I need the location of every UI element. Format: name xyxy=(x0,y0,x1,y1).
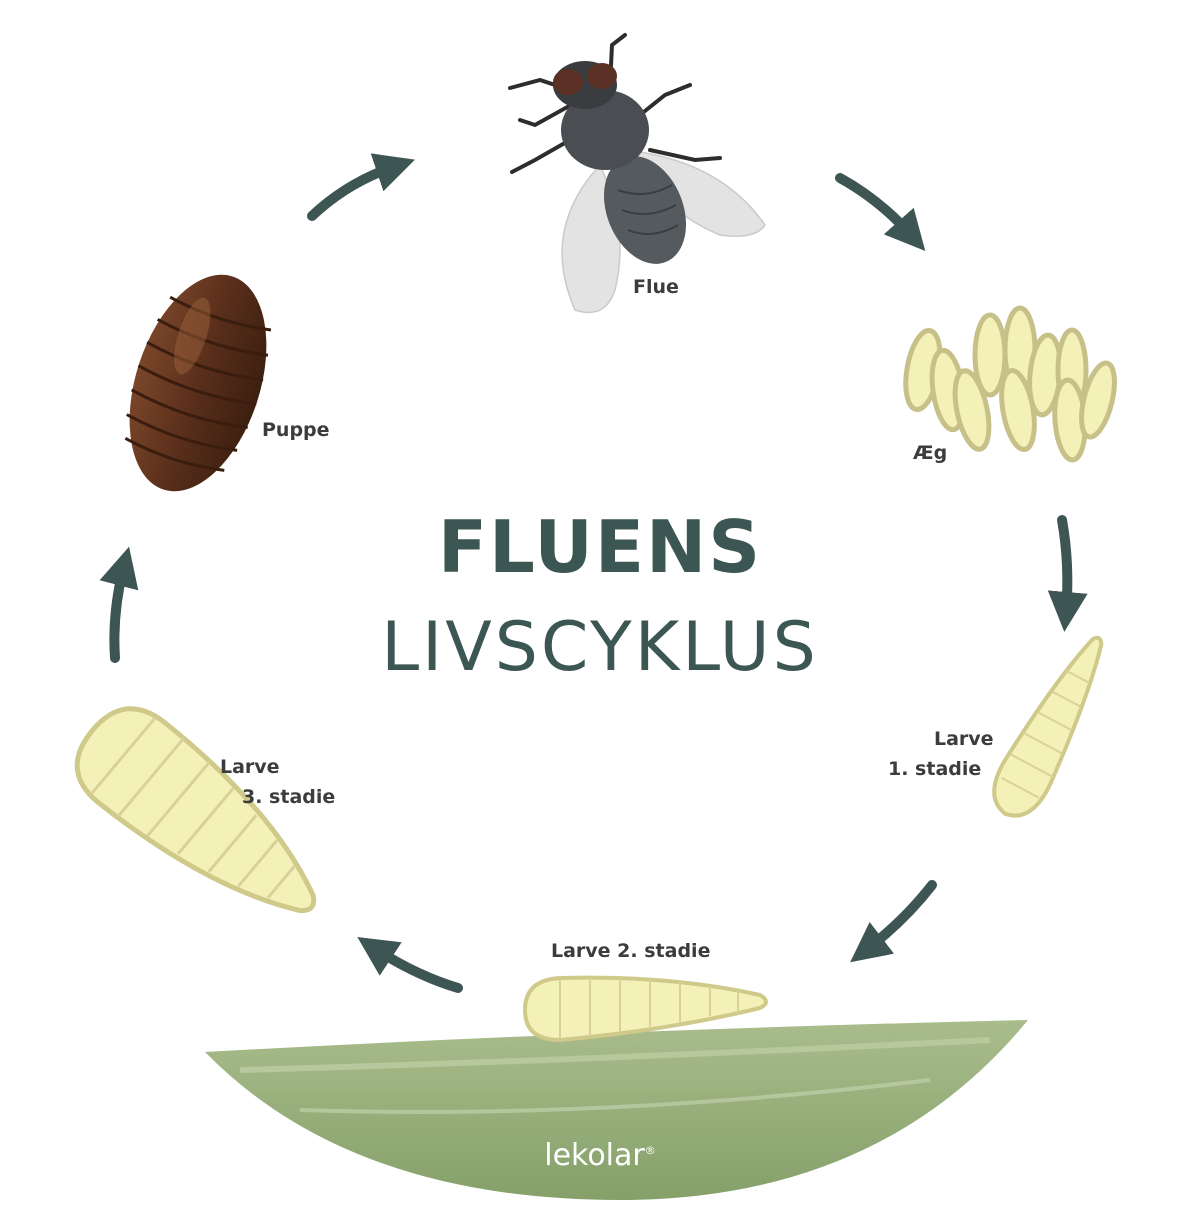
brand-registered-mark: ® xyxy=(644,1144,656,1157)
arrow-larve3-to-puppe xyxy=(99,546,139,663)
stage-label-larve3-line2: 3. stadie xyxy=(242,786,336,808)
arrow-flue-to-aeg xyxy=(835,173,926,251)
stage-label-aeg: Æg xyxy=(913,442,948,464)
title-line1: FLUENS xyxy=(437,505,763,589)
larva-stage3-illustration xyxy=(74,706,317,914)
stage-label-larve3-line1: Larve xyxy=(220,756,280,778)
larva-stage1-illustration xyxy=(992,635,1104,818)
arrow-larve2-to-larve3 xyxy=(357,937,463,993)
brand-logo: lekolar® xyxy=(0,1138,1200,1173)
arrow-aeg-to-larve1 xyxy=(1047,515,1088,632)
eggs-illustration xyxy=(903,305,1117,463)
stage-label-larve1-line1: Larve xyxy=(934,728,994,750)
stage-label-puppe: Puppe xyxy=(262,419,330,441)
stage-label-larve2: Larve 2. stadie xyxy=(551,940,711,962)
title-line2: LIVSCYKLUS xyxy=(381,608,819,687)
stage-label-larve1-line2: 1. stadie xyxy=(888,758,982,780)
fly-illustration xyxy=(508,33,766,314)
cycle-arrows xyxy=(99,153,1088,993)
stage-label-flue: Flue xyxy=(633,276,679,298)
arrow-larve1-to-larve2 xyxy=(850,880,937,963)
leaf-illustration xyxy=(205,1020,1028,1200)
brand-name: lekolar xyxy=(544,1138,645,1173)
arrow-puppe-to-flue xyxy=(307,153,415,221)
larva-stage2-illustration xyxy=(522,975,768,1043)
pupa-illustration xyxy=(124,274,272,492)
